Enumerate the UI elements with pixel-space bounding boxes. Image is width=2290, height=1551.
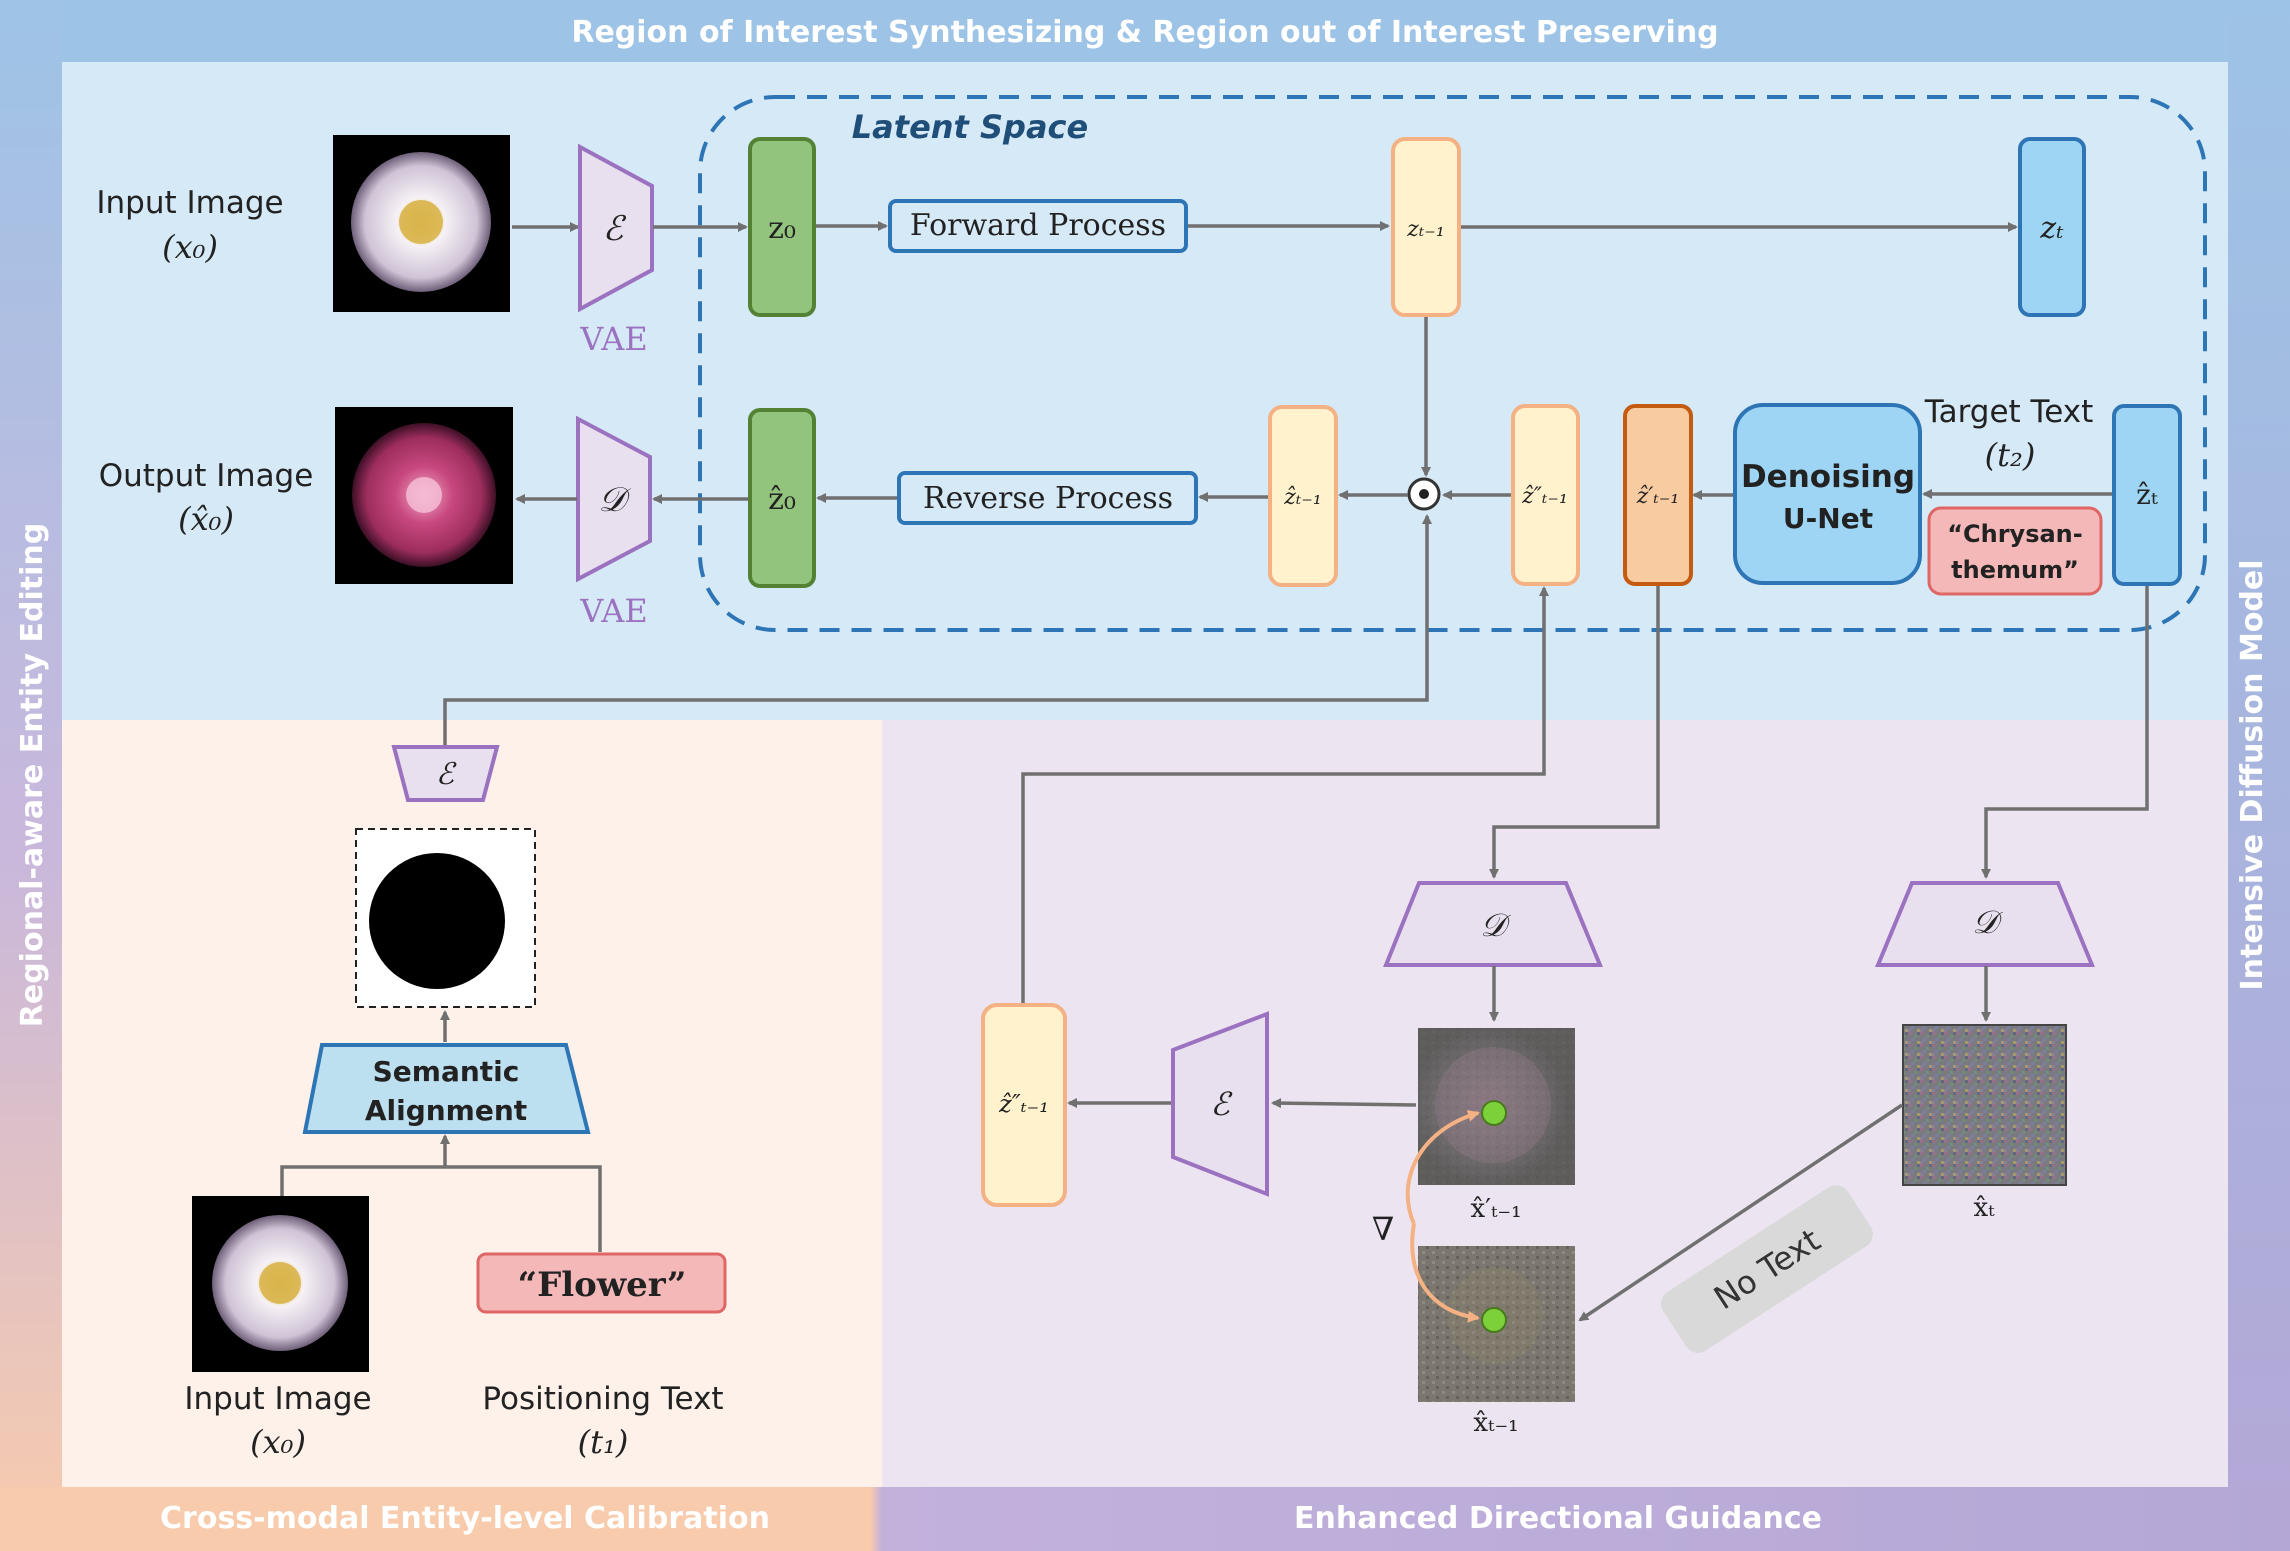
latent-zhatT-label: ẑₜ <box>2136 478 2158 511</box>
reverse-process-label: Reverse Process <box>923 481 1173 516</box>
band-title-top: Region of Interest Synthesizing & Region… <box>571 15 1718 50</box>
latent-zT <box>2018 137 2086 317</box>
semantic-alignment-line1: Semantic <box>373 1055 520 1088</box>
latent-zhat0 <box>748 408 816 588</box>
latent-zhatT-1-double-prime-lower <box>981 1003 1067 1207</box>
latent-zhat0-label: ẑ₀ <box>768 482 796 517</box>
latent-zhatT-1-prime <box>1623 404 1693 586</box>
semantic-alignment-line2: Alignment <box>365 1094 527 1127</box>
latent-zhatT <box>2112 404 2182 586</box>
latent-z0-label: z₀ <box>768 211 796 246</box>
positioning-text-symbol: (t₁) <box>578 1423 629 1461</box>
vae-encoder-label: VAE <box>579 320 647 358</box>
decoded-noise-label: x̂ₜ <box>1973 1193 1995 1223</box>
guidance-encoder-symbol: ℰ <box>1210 1085 1233 1123</box>
calibration-input-symbol: (x₀) <box>250 1423 306 1461</box>
guidance-encoder <box>1171 1011 1269 1197</box>
calibration-encoder-symbol: ℰ <box>436 757 457 792</box>
decoded-image-prime-label: x̂′ₜ₋₁ <box>1470 1194 1521 1224</box>
latent-zhatT-1-prime-label: ẑ′ₜ₋₁ <box>1636 484 1679 509</box>
guidance-point-upper <box>1481 1100 1507 1126</box>
latent-zhatT-1-double-prime-label: ẑ″ₜ₋₁ <box>1521 484 1568 509</box>
positioning-prompt-box <box>476 1252 727 1314</box>
gradient-arc-up <box>1405 1110 1480 1225</box>
input-image-thumbnail <box>333 135 510 312</box>
reverse-process-box <box>897 471 1198 525</box>
latent-space-title: Latent Space <box>852 108 1088 146</box>
calibration-input-label: Input Image <box>184 1381 371 1417</box>
band-title-bottom-right: Enhanced Directional Guidance <box>1294 1501 1822 1536</box>
output-image-label: Output Image <box>99 458 314 494</box>
latent-zT-1 <box>1391 137 1461 317</box>
latent-zhatT-1-label: ẑₜ₋₁ <box>1283 485 1321 510</box>
positioning-text-label: Positioning Text <box>482 1381 723 1417</box>
band-title-right: Intensive Diffusion Model <box>2235 559 2270 990</box>
decoded-image-hat-label: x̂ₜ₋₁ <box>1473 1408 1518 1438</box>
forward-process-label: Forward Process <box>910 208 1166 243</box>
input-image-symbol: (x₀) <box>162 228 218 266</box>
target-text-symbol: (t₂) <box>1985 436 2036 474</box>
vae-encoder-symbol: ℰ <box>603 209 627 249</box>
entity-mask <box>355 828 536 1008</box>
no-text-tag <box>1661 1185 1873 1353</box>
positioning-prompt-text: “Flower” <box>518 1265 687 1305</box>
denoising-unet-line1: Denoising <box>1741 459 1915 495</box>
forward-process-box <box>888 199 1188 253</box>
frame-band-right <box>2228 0 2290 1551</box>
frame-band-bottom <box>0 1487 2290 1551</box>
elementwise-multiply-dot <box>1419 489 1429 499</box>
band-title-bottom-left: Cross-modal Entity-level Calibration <box>160 1501 770 1536</box>
calibration-encoder <box>391 745 500 802</box>
latent-space-region <box>698 95 2207 632</box>
latent-zT-1-label: zₜ₋₁ <box>1406 217 1444 242</box>
target-prompt-line2: themum” <box>1951 556 2079 584</box>
gradient-symbol: ∇ <box>1372 1210 1394 1248</box>
denoising-unet-line2: U-Net <box>1783 502 1873 535</box>
calibration-input-thumbnail <box>192 1196 369 1372</box>
semantic-alignment-module <box>302 1043 591 1134</box>
output-image-symbol: (x̂₀) <box>178 500 234 538</box>
guidance-decoder-2 <box>1875 881 2095 967</box>
gradient-arc-down <box>1410 1223 1480 1323</box>
target-text-label: Target Text <box>1924 394 2093 430</box>
vae-decoder-label: VAE <box>579 592 647 630</box>
output-image-thumbnail <box>335 407 513 584</box>
latent-zT-label: zₜ <box>2039 211 2064 246</box>
target-prompt-line1: “Chrysan- <box>1947 520 2082 548</box>
frame-band-top <box>0 0 2290 62</box>
decoded-noise-image <box>1902 1024 2067 1186</box>
latent-zhatT-1-double-prime <box>1511 404 1580 586</box>
input-image-label: Input Image <box>96 185 283 221</box>
frame-band-left <box>0 0 62 1551</box>
guidance-point-lower <box>1481 1307 1507 1333</box>
denoising-unet <box>1733 403 1922 585</box>
band-title-left: Regional-aware Entity Editing <box>15 523 50 1027</box>
latent-zhatT-1 <box>1268 405 1338 587</box>
latent-z0 <box>748 137 816 317</box>
vae-encoder <box>578 143 654 313</box>
vae-decoder <box>576 415 652 583</box>
target-prompt-box <box>1927 506 2103 596</box>
latent-zhatT-1-double-prime-lower-label: ẑ″ₜ₋₁ <box>998 1090 1049 1118</box>
guidance-decoder-1 <box>1383 881 1603 967</box>
